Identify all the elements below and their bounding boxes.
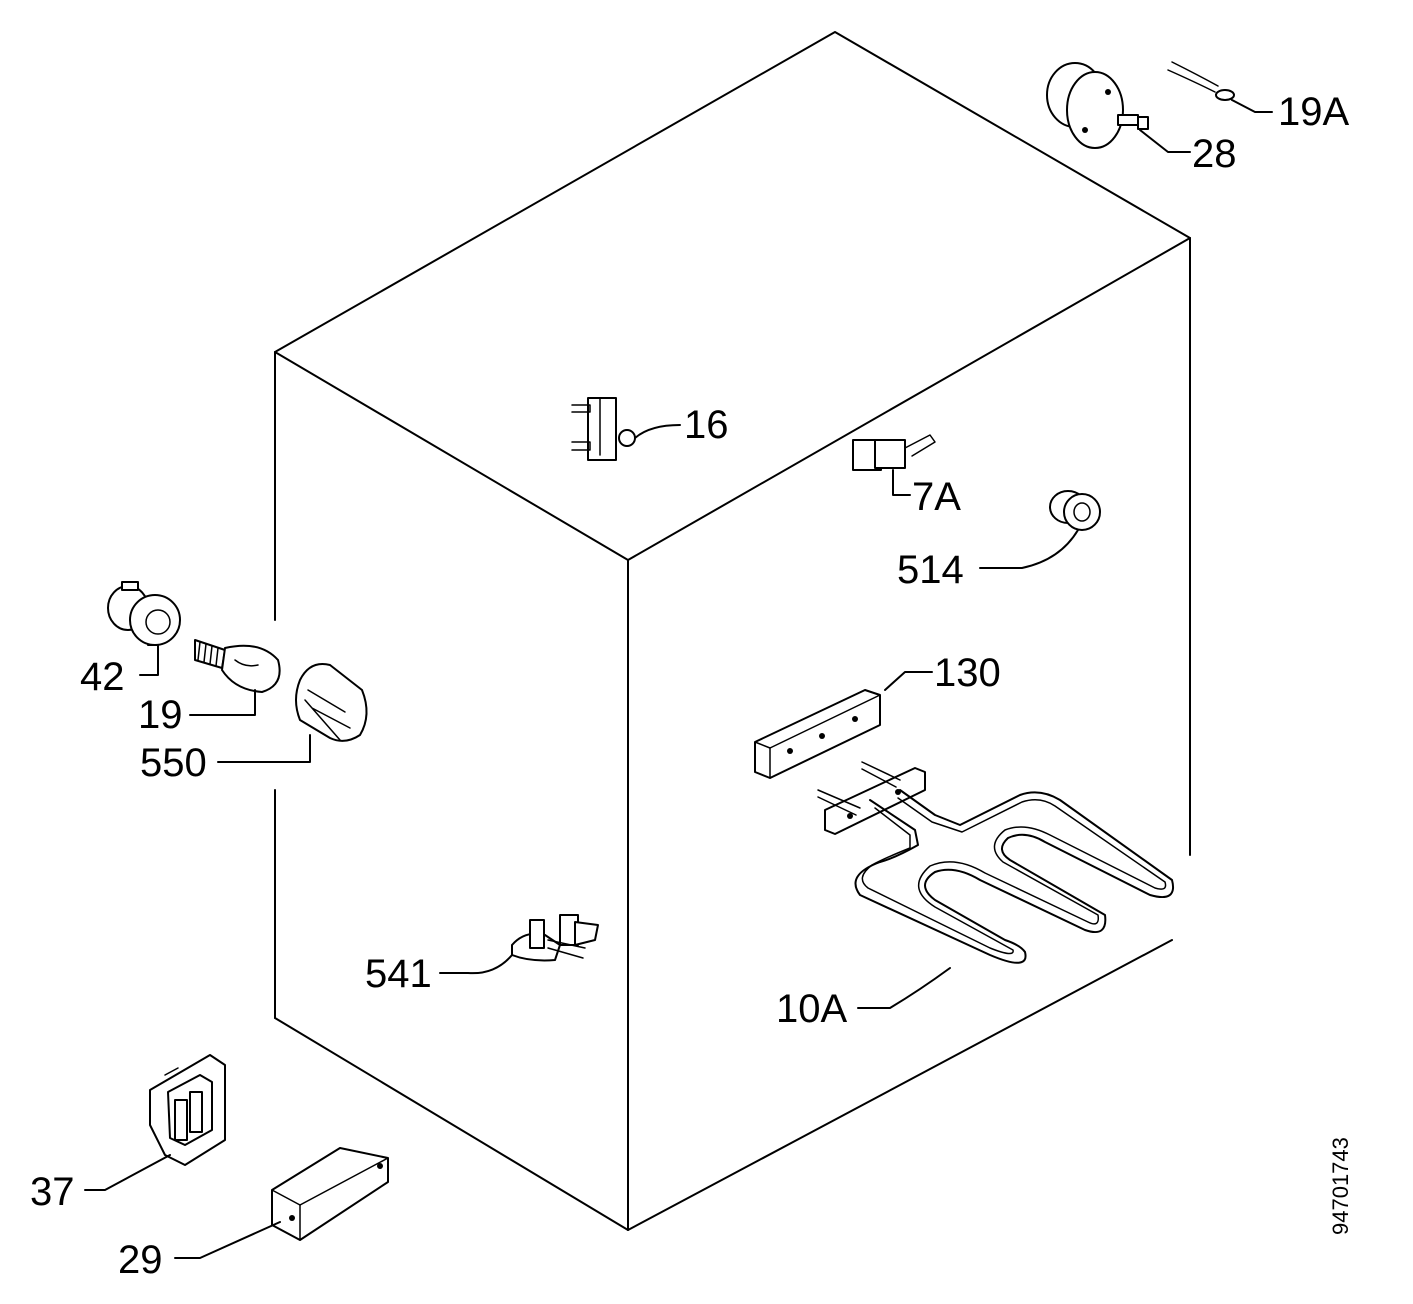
- label-130: 130: [934, 651, 1001, 695]
- label-7a: 7A: [912, 475, 961, 519]
- drawing-code: 94701743: [1328, 1137, 1353, 1235]
- part-514-grommet: [1049, 490, 1101, 531]
- part-541-clip: [511, 914, 599, 962]
- label-541: 541: [365, 952, 432, 996]
- part-28-control-knob: [1046, 62, 1149, 149]
- label-550: 550: [140, 741, 207, 785]
- part-19-lamp-bulb: [194, 639, 281, 693]
- part-130-terminal-bar: [754, 689, 881, 779]
- label-19: 19: [138, 693, 183, 737]
- part-16-switch: [571, 397, 636, 461]
- label-19a: 19A: [1278, 90, 1349, 134]
- part-7a-microswitch: [852, 434, 936, 471]
- part-42-lamp-holder: [107, 581, 181, 646]
- part-10a-heating-element: [817, 761, 1174, 964]
- label-514: 514: [897, 548, 964, 592]
- label-37: 37: [30, 1170, 75, 1214]
- part-550-lamp-cover: [295, 663, 368, 742]
- label-42: 42: [80, 655, 125, 699]
- part-37-lock-bracket: [149, 1054, 226, 1166]
- label-16: 16: [684, 403, 729, 447]
- part-29-block: [271, 1147, 389, 1241]
- oven-cabinet: [274, 31, 1191, 1231]
- leader-lines: [84, 99, 1273, 1259]
- label-29: 29: [118, 1238, 163, 1282]
- label-10a: 10A: [776, 987, 847, 1031]
- label-28: 28: [1192, 132, 1237, 176]
- callout-labels: 19A 28 16 7A 514 130 42 19 550 541 10A 3…: [30, 90, 1349, 1282]
- part-19a-thermocouple: [1167, 61, 1235, 101]
